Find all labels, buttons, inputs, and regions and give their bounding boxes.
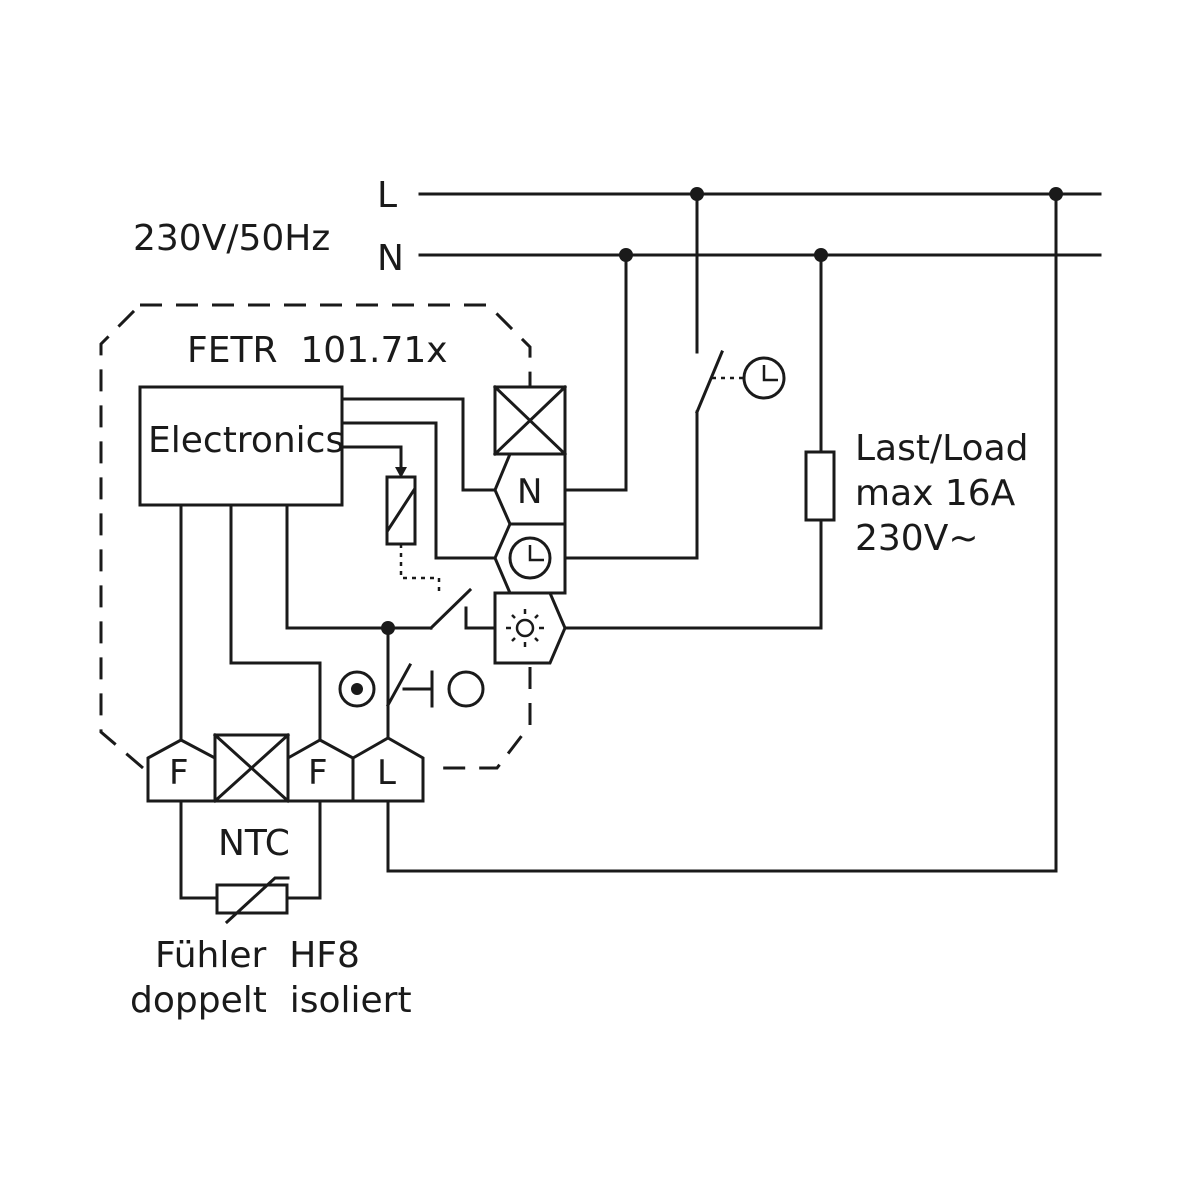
off-position-icon bbox=[447, 670, 485, 708]
timer-switch bbox=[695, 350, 724, 414]
sensor-label-line2: doppelt isoliert bbox=[130, 980, 412, 1021]
on-position-icon bbox=[338, 670, 376, 708]
load-symbol bbox=[804, 450, 836, 522]
sun-icon bbox=[506, 609, 544, 647]
internal-wiring bbox=[179, 397, 497, 742]
terminal-n-label: N bbox=[517, 472, 542, 512]
terminal-l bbox=[351, 736, 425, 803]
device-name: FETR 101.71x bbox=[187, 330, 448, 371]
ntc-label: NTC bbox=[218, 823, 290, 864]
top-terminal-block: N bbox=[492, 384, 568, 665]
terminal-heating bbox=[493, 591, 567, 665]
terminal-f2-label: F bbox=[308, 753, 328, 793]
terminal-l-label: L bbox=[377, 753, 396, 793]
clock-icon bbox=[508, 536, 552, 580]
bottom-terminal-block: F F L bbox=[146, 732, 425, 804]
terminal-f1-label: F bbox=[169, 753, 189, 793]
ntc-thermistor-symbol bbox=[215, 876, 290, 925]
supply-voltage-label: 230V/50Hz bbox=[133, 218, 330, 259]
supply-lines bbox=[418, 187, 1102, 262]
load-label-line3: 230V~ bbox=[855, 518, 979, 559]
sensor-label-line1: Fühler HF8 bbox=[155, 935, 360, 976]
external-wiring bbox=[179, 192, 1058, 900]
electronics-label: Electronics bbox=[148, 420, 344, 461]
device-outline bbox=[99, 303, 532, 770]
load-label-line2: max 16A bbox=[855, 473, 1016, 514]
timer-clock-icon bbox=[742, 356, 786, 400]
on-off-switch bbox=[338, 662, 485, 708]
line-l-label: L bbox=[377, 175, 397, 216]
potentiometer-symbol bbox=[385, 467, 441, 595]
electronics-block bbox=[138, 385, 344, 507]
load-label-line1: Last/Load bbox=[855, 428, 1028, 469]
line-n-label: N bbox=[377, 238, 404, 279]
relay-switch bbox=[381, 587, 494, 635]
